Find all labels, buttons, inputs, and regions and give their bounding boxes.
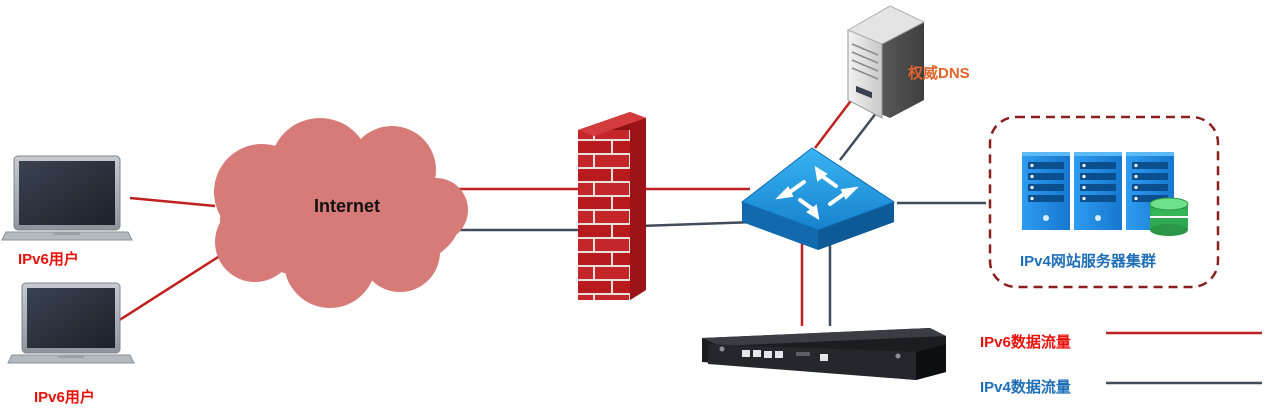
legend-ipv4-label: IPv4数据流量: [980, 379, 1071, 396]
link-laptop-top-internet: [129, 196, 216, 208]
ipv6-user-bottom-label: IPv6用户: [34, 389, 95, 406]
ipv4-links: [458, 107, 986, 326]
database-icon: [1149, 197, 1189, 236]
laptop-icon: [7, 282, 135, 364]
cluster-label: IPv4网站服务器集群: [1020, 253, 1156, 270]
link-firewall-router-v4: [639, 220, 756, 228]
link-router-dns-v4: [839, 107, 881, 161]
legend: [1106, 331, 1262, 385]
link-router-dns-v6: [814, 97, 854, 149]
laptop-icon: [1, 155, 133, 241]
ipv6-user-top-label: IPv6用户: [18, 251, 79, 268]
cluster-boundary: [988, 115, 1220, 289]
dns-server-icon: [846, 5, 926, 119]
dns-label: 权威DNS: [908, 65, 970, 82]
cloud-icon: [214, 118, 468, 308]
internet-label: Internet: [314, 196, 381, 216]
router-icon: [740, 147, 896, 250]
server-rack-icon: [1022, 152, 1174, 230]
legend-ipv6-label: IPv6数据流量: [980, 334, 1071, 351]
rack-appliance-icon: [702, 328, 946, 380]
firewall-icon: [578, 112, 646, 300]
